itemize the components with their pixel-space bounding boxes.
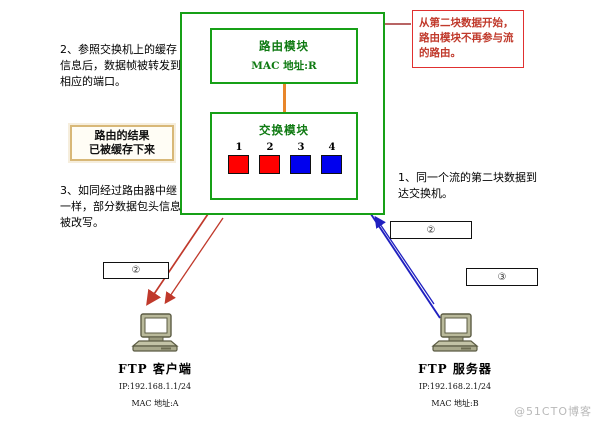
module-interconnect-link [283, 84, 286, 112]
port-3-indicator [290, 155, 311, 174]
note-step-3: 3、如同经过路由器中继一样，部分数据包头信息被改写。 [60, 184, 181, 229]
port-2[interactable]: 2 [259, 143, 281, 174]
host-client-ip: IP:192.168.1.1/24 [118, 382, 192, 391]
computer-icon [131, 313, 179, 352]
computer-icon [431, 313, 479, 352]
host-ftp-server: FTP 服务器 IP:192.168.2.1/24 MAC 地址:B [370, 312, 540, 409]
host-client-name: FTP 客户端 [118, 362, 192, 376]
router-bypass-annotation: 从第二块数据开始，路由模块不再参与流的路由。 [412, 10, 524, 68]
host-ftp-client: FTP 客户端 IP:192.168.1.1/24 MAC 地址:A [70, 312, 240, 409]
cached-result-callout: 路由的结果 已被缓存下来 [70, 125, 174, 161]
router-module-mac: MAC 地址:R [251, 60, 317, 72]
note-step-2: 2、参照交换机上的缓存信息后，数据帧被转发到相应的端口。 [60, 43, 181, 88]
cached-result-line-1: 路由的结果 [94, 129, 150, 142]
note-step-1: 1、同一个流的第二块数据到达交换机。 [398, 171, 537, 200]
port-1-label: 1 [235, 142, 243, 153]
host-client-mac: MAC 地址:A [131, 399, 179, 408]
step-label-middle: ② [390, 221, 472, 239]
port-4-indicator [321, 155, 342, 174]
port-2-label: 2 [266, 142, 274, 153]
step-label-left: ② [103, 262, 169, 279]
port-3[interactable]: 3 [290, 143, 312, 174]
router-module-title: 路由模块 [259, 39, 309, 53]
port-3-label: 3 [297, 142, 305, 153]
port-4[interactable]: 4 [321, 143, 343, 174]
cached-result-line-2: 已被缓存下来 [89, 143, 155, 156]
port-2-indicator [259, 155, 280, 174]
router-module: 路由模块 MAC 地址:R [210, 28, 358, 84]
step-label-right: ③ [466, 268, 538, 286]
host-server-ip: IP:192.168.2.1/24 [418, 382, 492, 391]
switch-module-title: 交换模块 [259, 123, 309, 137]
port-1[interactable]: 1 [228, 143, 250, 174]
port-1-indicator [228, 155, 249, 174]
port-4-label: 4 [328, 142, 336, 153]
watermark: @51CTO博客 [513, 405, 592, 418]
host-server-mac: MAC 地址:B [431, 399, 479, 408]
host-server-name: FTP 服务器 [418, 362, 492, 376]
port-group: 1 2 3 4 [228, 143, 343, 177]
